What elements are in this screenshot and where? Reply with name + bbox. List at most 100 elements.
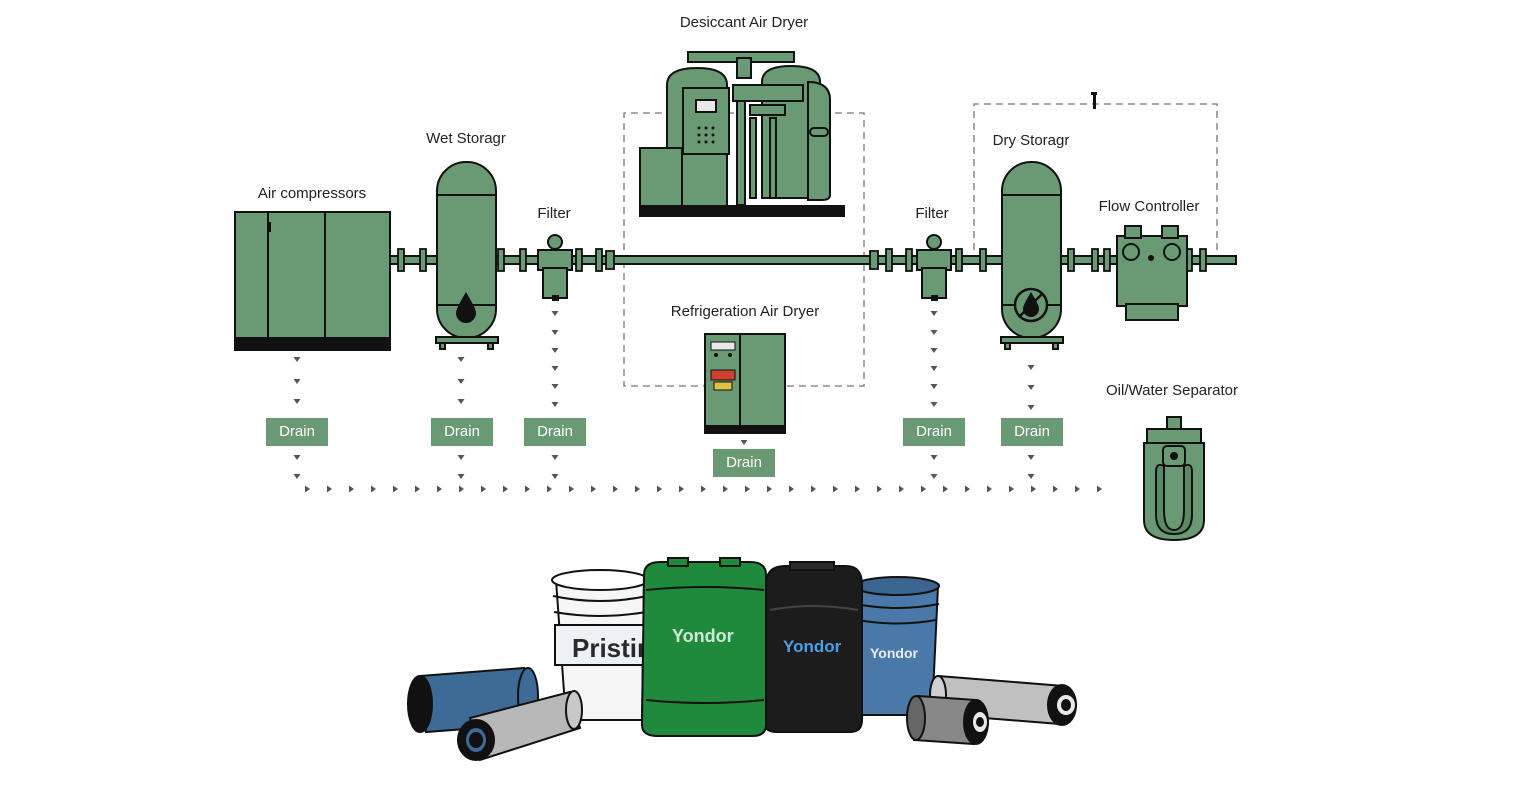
right-arrow-icon (855, 485, 860, 493)
down-arrow-icon (457, 455, 465, 460)
right-arrow-icon (371, 485, 376, 493)
down-arrow-icon (551, 384, 559, 389)
down-arrow-icon (293, 474, 301, 479)
right-arrow-icon (1075, 485, 1080, 493)
flow-controller-sensor-icon (1091, 92, 1097, 109)
down-arrow-icon (551, 402, 559, 407)
down-arrow-icon (293, 357, 301, 362)
pipe-flanges (397, 248, 1207, 272)
down-arrow-icon (293, 399, 301, 404)
wet-storage-label: Wet Storagr (426, 130, 506, 147)
filter-2-label: Filter (915, 205, 949, 222)
down-arrow-icon (1027, 365, 1035, 370)
desiccant-air-dryer-label: Desiccant Air Dryer (679, 14, 809, 31)
blue-pail-icon: Yondor (854, 576, 940, 716)
down-arrow-icon (1027, 385, 1035, 390)
desiccant-air-dryer-icon (639, 51, 845, 217)
down-arrow-icon (551, 366, 559, 371)
dry-storage-tank-icon (1000, 161, 1064, 350)
right-arrow-icon (723, 485, 728, 493)
right-arrow-icon (525, 485, 530, 493)
product-group-illustration: Pristin Yondor Yondor Yondor (407, 557, 1077, 762)
down-arrow-icon (293, 455, 301, 460)
down-arrow-icon (930, 455, 938, 460)
drain-box: Drain (431, 418, 493, 446)
right-arrow-icon (789, 485, 794, 493)
right-arrow-icon (547, 485, 552, 493)
right-arrow-icon (591, 485, 596, 493)
right-arrow-icon (635, 485, 640, 493)
oil-water-separator-icon (1143, 416, 1205, 542)
down-arrow-icon (740, 440, 748, 445)
down-arrow-icon (930, 474, 938, 479)
drain-box: Drain (903, 418, 965, 446)
right-arrow-icon (415, 485, 420, 493)
drain-collection-arrows (305, 485, 1102, 493)
right-arrow-icon (1097, 485, 1102, 493)
refrigeration-air-dryer-icon (704, 333, 786, 434)
air-compressors-label: Air compressors (257, 185, 367, 202)
right-arrow-icon (877, 485, 882, 493)
right-arrow-icon (437, 485, 442, 493)
down-arrow-icon (293, 379, 301, 384)
down-arrow-icon (1027, 455, 1035, 460)
down-arrow-icon (551, 474, 559, 479)
air-compressor-icon (234, 211, 391, 351)
right-arrow-icon (899, 485, 904, 493)
filter-2-icon (916, 234, 952, 301)
oil-water-separator-label: Oil/Water Separator (1106, 382, 1238, 399)
green-jerrycan-icon: Yondor (640, 557, 767, 737)
down-arrow-icon (457, 474, 465, 479)
down-arrow-icon (551, 348, 559, 353)
drain-box: Drain (266, 418, 328, 446)
right-arrow-icon (305, 485, 310, 493)
down-arrow-icon (930, 366, 938, 371)
down-arrow-icon (930, 384, 938, 389)
down-arrow-icon (551, 330, 559, 335)
right-arrow-icon (1009, 485, 1014, 493)
wet-storage-tank-icon (435, 161, 499, 350)
right-arrow-icon (965, 485, 970, 493)
right-arrow-icon (1053, 485, 1058, 493)
right-arrow-icon (327, 485, 332, 493)
down-arrow-icon (457, 379, 465, 384)
pail-brand-text: Pristin (572, 633, 653, 663)
drain-flow-arrows (293, 311, 1035, 479)
right-arrow-icon (481, 485, 486, 493)
filter-1-icon (537, 234, 573, 301)
drain-box: Drain (713, 449, 775, 477)
drain-box: Drain (524, 418, 586, 446)
down-arrow-icon (457, 357, 465, 362)
black-jerrycan-brand-text: Yondor (783, 637, 842, 656)
white-pail-icon: Pristin (551, 569, 653, 721)
green-jerrycan-brand-text: Yondor (672, 626, 734, 646)
right-arrow-icon (943, 485, 948, 493)
black-jerrycan-icon: Yondor (762, 561, 863, 733)
down-arrow-icon (1027, 474, 1035, 479)
drain-box: Drain (1001, 418, 1063, 446)
flow-controller-label: Flow Controller (1098, 198, 1200, 215)
down-arrow-icon (930, 330, 938, 335)
right-arrow-icon (569, 485, 574, 493)
right-arrow-icon (503, 485, 508, 493)
down-arrow-icon (457, 399, 465, 404)
right-arrow-icon (701, 485, 706, 493)
right-arrow-icon (679, 485, 684, 493)
right-arrow-icon (613, 485, 618, 493)
silver-filter-element-icon (457, 690, 583, 762)
down-arrow-icon (930, 348, 938, 353)
right-arrow-icon (1031, 485, 1036, 493)
down-arrow-icon (551, 311, 559, 316)
right-arrow-icon (745, 485, 750, 493)
right-arrow-icon (811, 485, 816, 493)
blue-pail-brand-text: Yondor (870, 645, 919, 661)
flow-controller-icon (1116, 225, 1188, 321)
right-arrow-icon (657, 485, 662, 493)
right-arrow-icon (459, 485, 464, 493)
down-arrow-icon (930, 311, 938, 316)
down-arrow-icon (930, 402, 938, 407)
small-silver-filter-icon (906, 694, 989, 746)
refrigeration-air-dryer-label: Refrigeration Air Dryer (670, 303, 820, 320)
right-arrow-icon (349, 485, 354, 493)
